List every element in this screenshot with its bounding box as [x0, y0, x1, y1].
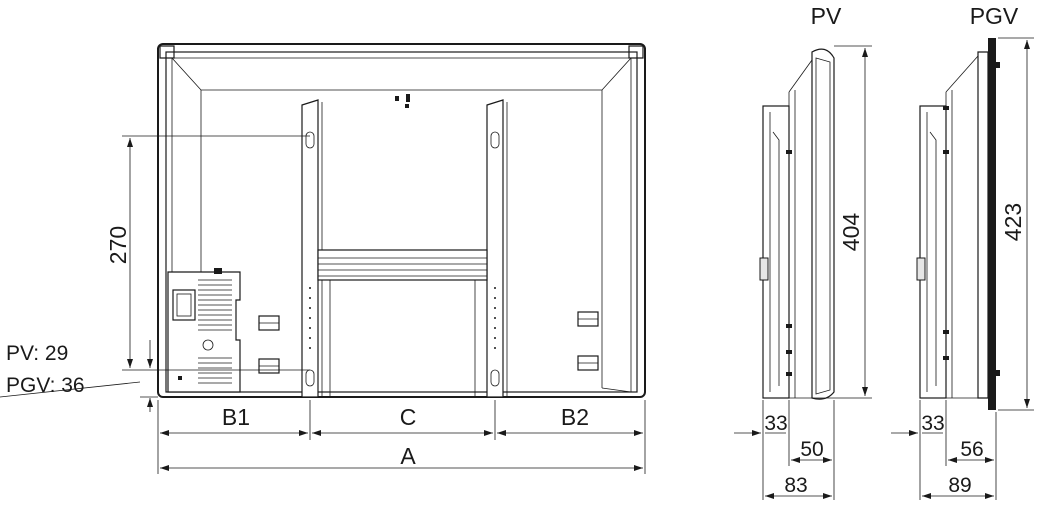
dimension-pv-depth: 33 50 83: [734, 400, 835, 500]
mounting-rail-left: [301, 99, 323, 398]
label-mark-2: [406, 94, 410, 102]
clip-right-2: [577, 355, 599, 371]
dim-label-pv-bracket: 33: [764, 412, 787, 435]
dim-label-pgv-body: 56: [960, 438, 983, 461]
mounting-rail-right: [486, 99, 508, 398]
dim-label-c: C: [400, 404, 417, 430]
control-knob: [202, 339, 214, 351]
dim-label-a: A: [400, 443, 416, 469]
dim-label-pv-total: 83: [784, 474, 807, 497]
vent-dots-right: [494, 287, 496, 349]
keyhole-slot-bottom-left: [305, 369, 315, 387]
cross-bracket: [317, 249, 488, 397]
dim-label-pv-offset: PV: 29: [6, 342, 68, 365]
dim-label-270: 270: [105, 226, 131, 264]
front-top-bevel: [171, 57, 632, 91]
label-mark-3: [405, 104, 409, 108]
side-view-pv: PV: [759, 3, 842, 400]
side-view-pgv: PGV: [916, 3, 1019, 410]
bevel-bottom-right: [601, 387, 632, 393]
dim-label-pv-body: 50: [800, 438, 823, 461]
dim-label-pgv-bracket: 33: [921, 412, 944, 435]
dim-label-pgv-offset: PGV: 36: [6, 374, 85, 397]
corner-cap-tr: [628, 45, 644, 59]
dimension-pv-height: 404: [834, 45, 872, 399]
dim-label-pgv-total: 89: [948, 474, 971, 497]
dim-label-b1: B1: [222, 404, 250, 430]
dimension-pgv-height: 423: [998, 37, 1034, 411]
dim-label-b2: B2: [561, 404, 589, 430]
clip-right-1: [577, 311, 599, 327]
side-view-pv-title: PV: [811, 3, 842, 29]
label-mark-1: [395, 96, 399, 101]
keyhole-slot-top-left: [305, 131, 315, 149]
front-view: [157, 43, 646, 398]
front-outer-frame: [157, 43, 646, 398]
keyhole-slot-bottom-right: [490, 369, 500, 387]
dimension-270: 270: [105, 135, 310, 371]
clip-left-2: [258, 358, 280, 374]
vent-dots-left: [309, 287, 311, 349]
dim-label-pv-height: 404: [838, 213, 864, 252]
clip-left-1: [258, 315, 280, 331]
dimension-pgv-depth: 33 56 89: [891, 400, 997, 500]
side-view-pgv-title: PGV: [970, 3, 1019, 29]
keyhole-slot-top-right: [490, 131, 500, 149]
dimension-offset: PV: 29 PGV: 36: [0, 340, 158, 412]
dim-label-pgv-height: 423: [1000, 203, 1026, 241]
control-unit: [167, 268, 241, 393]
dimension-widths: B1 C B2 A: [157, 400, 646, 474]
